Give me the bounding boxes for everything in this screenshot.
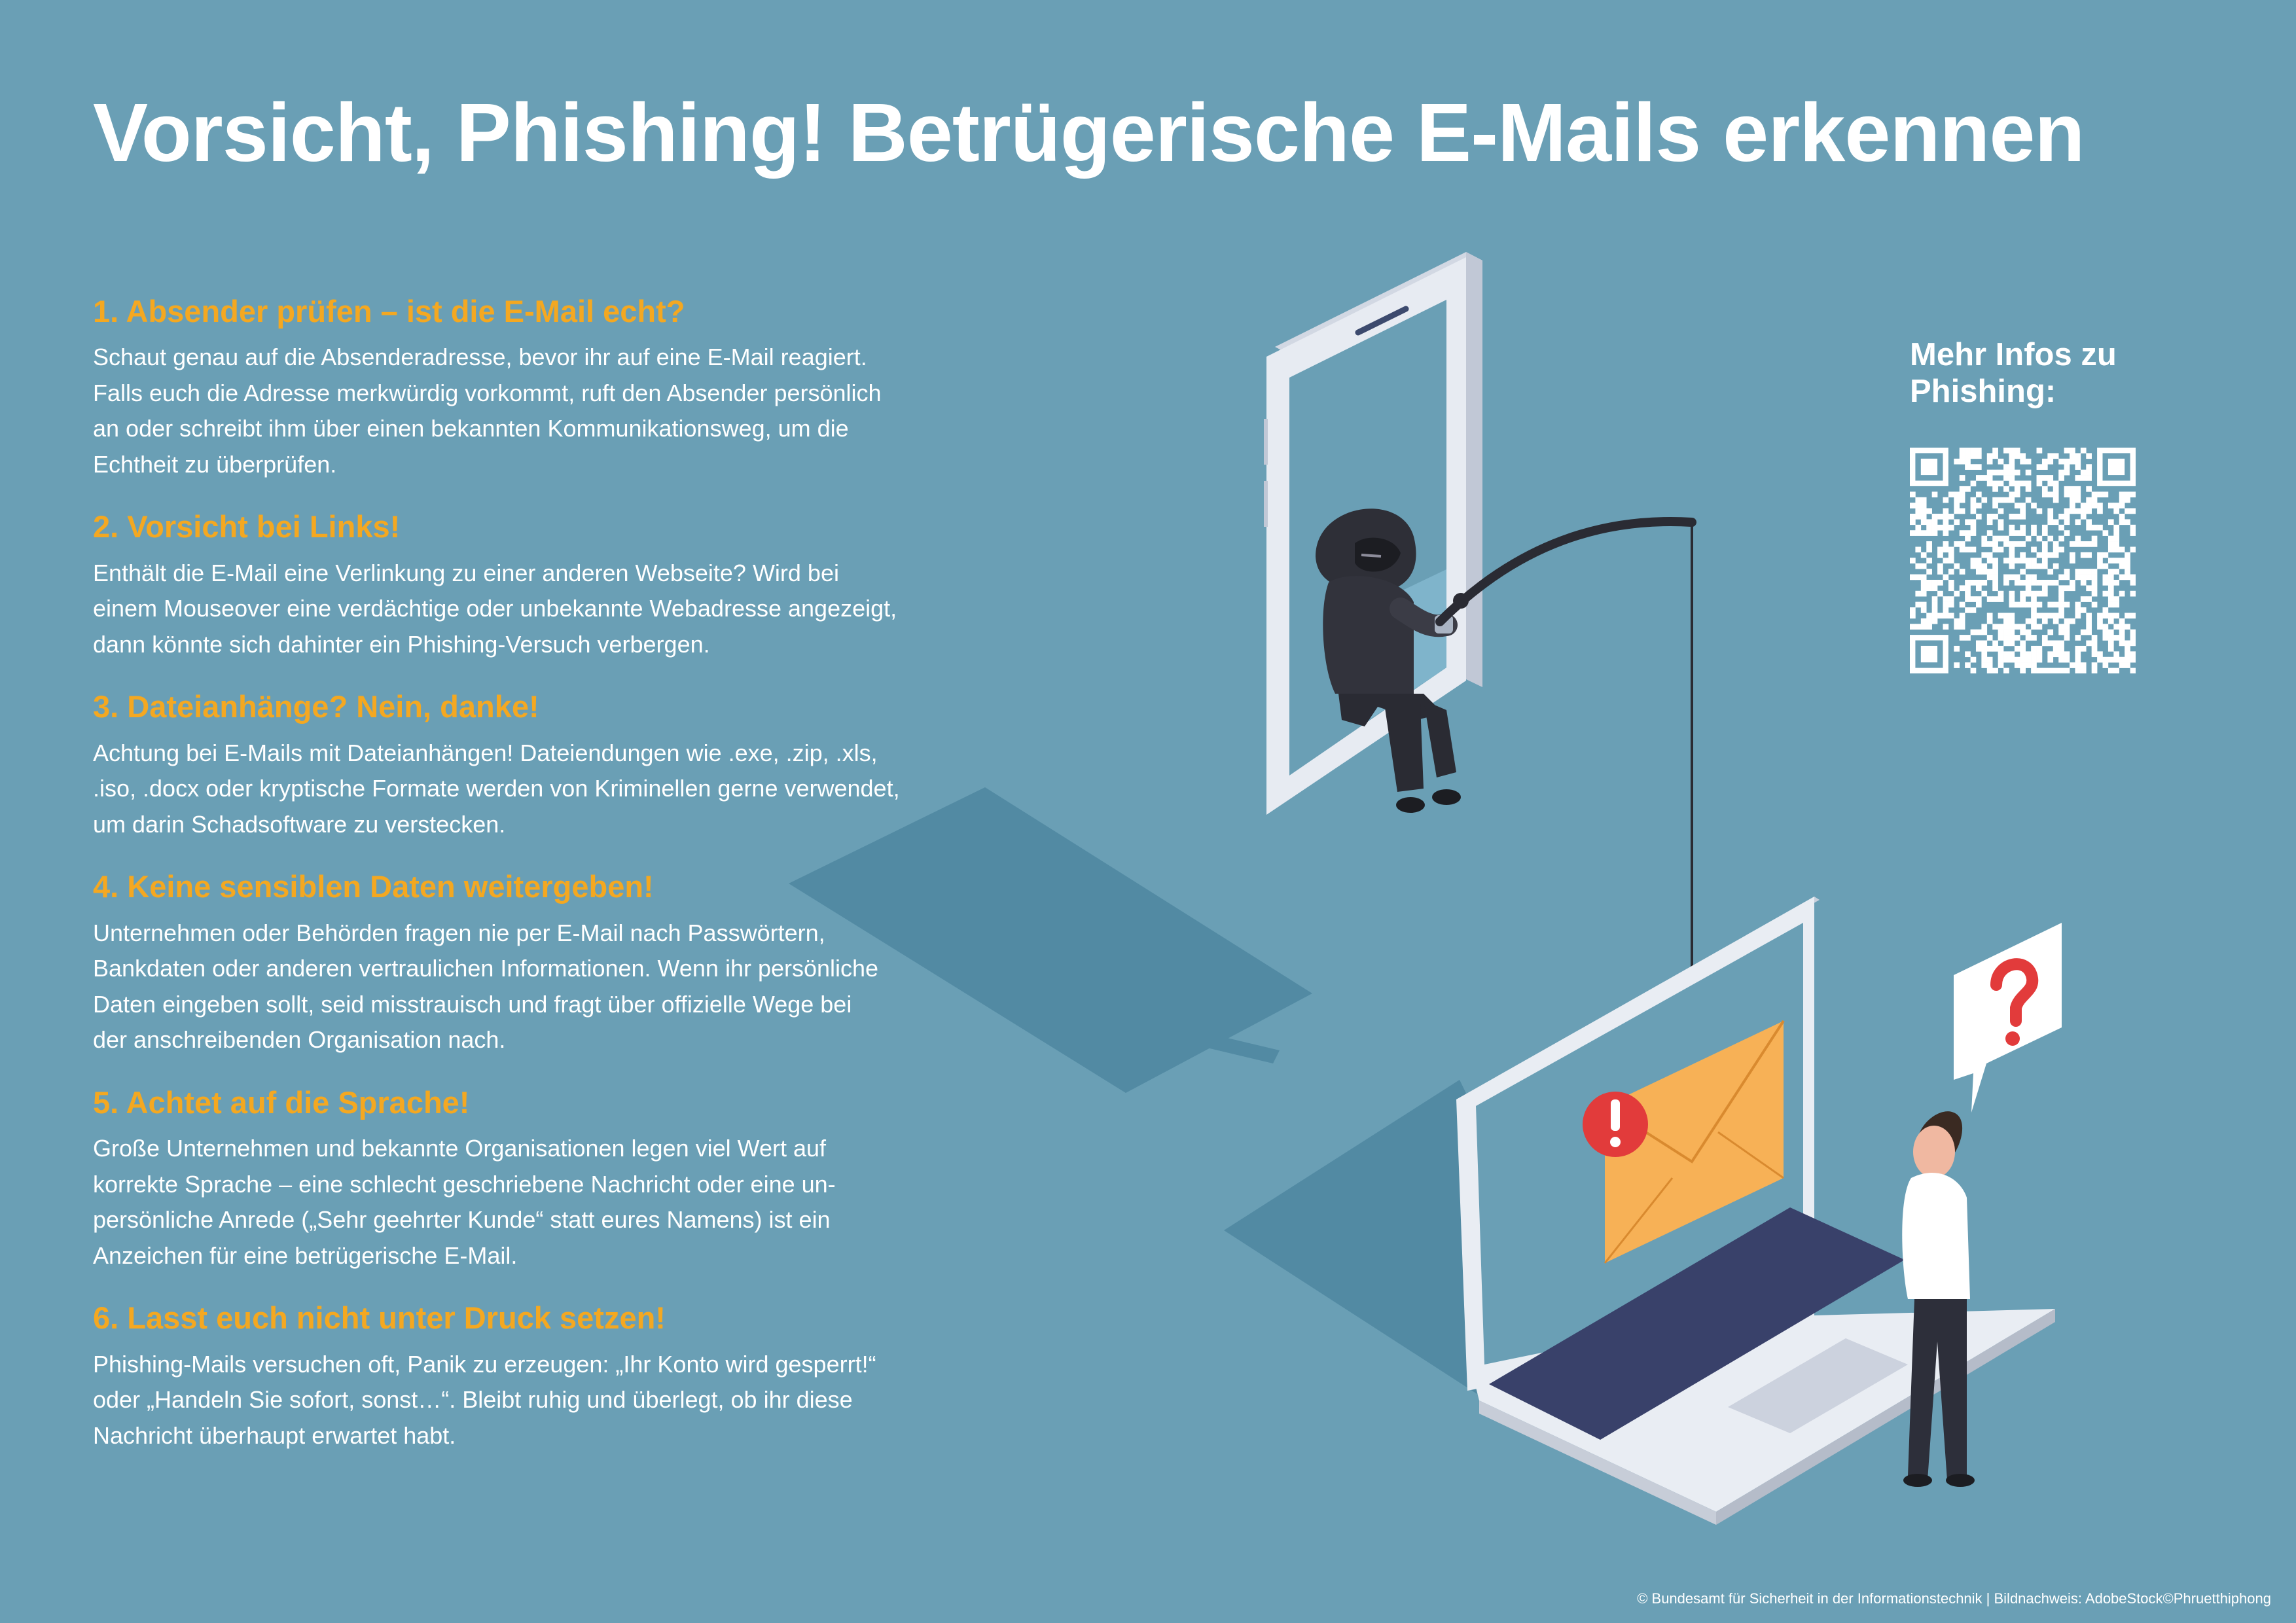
warning-icon [1583,1092,1648,1157]
tip-heading: 4. Keine sensiblen Daten weitergeben! [93,869,654,904]
fishing-rod-icon [1435,517,1696,1005]
tip-item: 6. Lasst euch nicht unter Druck setzen! … [93,1300,963,1454]
tip-item: 5. Achtet auf die Sprache! Große Unterne… [93,1084,963,1274]
qr-info: Mehr Infos zu Phishing: [1910,336,2136,673]
tip-body: Große Unternehmen und bekannte Organisat… [93,1135,836,1269]
person-icon [1902,1111,1975,1487]
tip-body: Achtung bei E-Mails mit Dateianhängen! D… [93,739,900,838]
qr-label: Mehr Infos zu Phishing: [1910,337,2117,409]
tip-body: Enthält die E-Mail eine Verlinkung zu ei… [93,559,897,658]
tip-item: 1. Absender prüfen – ist die E-Mail echt… [93,293,963,482]
copyright-footer: © Bundesamt für Sicherheit in der Inform… [1637,1590,2271,1607]
tip-body: Schaut genau auf die Absenderadresse, be… [93,344,882,478]
tip-body: Phishing-Mails versuchen oft, Panik zu e… [93,1350,876,1449]
tip-body: Unternehmen oder Behörden fragen nie per… [93,919,879,1054]
qr-code-icon[interactable] [1910,448,2136,673]
page-title: Vorsicht, Phishing! Betrügerische E-Mail… [93,86,2085,179]
tip-heading: 2. Vorsicht bei Links! [93,509,401,544]
tips-list: 1. Absender prüfen – ist die E-Mail echt… [93,293,963,1454]
question-mark-icon [1990,958,2039,1046]
hacker-icon [1316,508,1461,813]
tip-heading: 6. Lasst euch nicht unter Druck setzen! [93,1300,666,1336]
speech-bubble-icon [1954,923,2062,1113]
tip-item: 4. Keine sensiblen Daten weitergeben! Un… [93,868,963,1058]
tip-item: 2. Vorsicht bei Links! Enthält die E-Mai… [93,508,963,662]
tip-heading: 1. Absender prüfen – ist die E-Mail echt… [93,294,685,329]
phone-shadow [789,787,1312,1093]
tip-heading: 5. Achtet auf die Sprache! [93,1084,470,1120]
tip-heading: 3. Dateianhänge? Nein, danke! [93,689,539,724]
tip-item: 3. Dateianhänge? Nein, danke! Achtung be… [93,688,963,842]
